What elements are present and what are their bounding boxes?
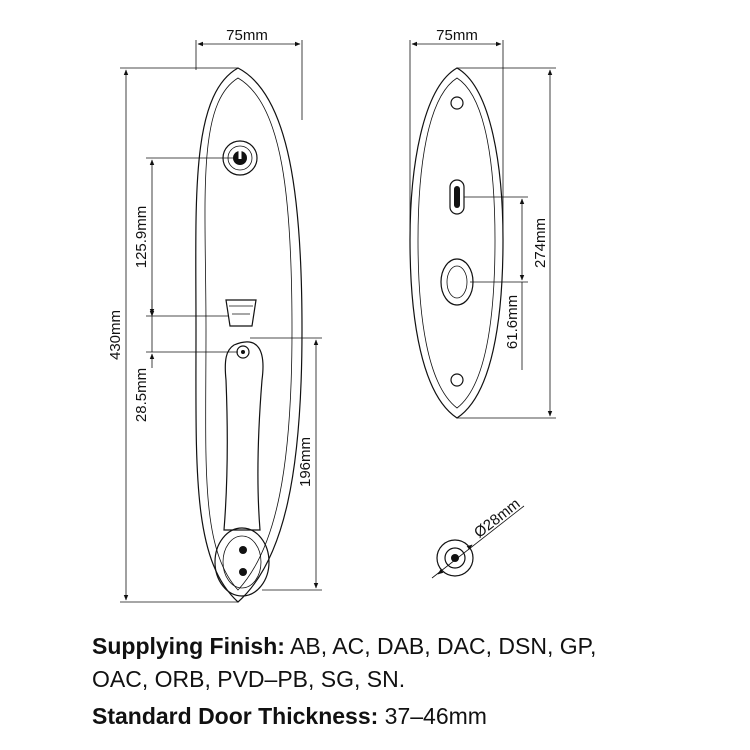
spindle-hole-icon — [440, 258, 474, 306]
back-escutcheon-inner — [417, 77, 496, 409]
spindle-spacing-label: 61.6mm — [504, 295, 521, 349]
front-width-label: 75mm — [226, 27, 268, 44]
rose-detail: Ø28mm — [431, 495, 525, 579]
finish-values-2: OAC, ORB, PVD–PB, SG, SN. — [92, 666, 406, 692]
back-escutcheon-outer — [409, 67, 504, 419]
thumb-to-handle-label: 28.5mm — [133, 368, 150, 422]
thickness-value: 37–46mm — [384, 703, 487, 729]
front-escutcheon-outer — [195, 67, 303, 603]
front-handleset-view: 75mm 430mm 125.9mm 28.5mm 196mm — [107, 27, 322, 603]
bottom-screw-hole-icon — [450, 373, 464, 387]
finish-line-1: Supplying Finish: AB, AC, DAB, DAC, DSN,… — [92, 630, 596, 663]
back-height-label: 274mm — [532, 218, 549, 268]
thickness-heading: Standard Door Thickness: — [92, 703, 379, 729]
back-width-label: 75mm — [436, 27, 478, 44]
finish-line-2: OAC, ORB, PVD–PB, SG, SN. — [92, 663, 405, 696]
top-screw-hole-icon — [450, 96, 464, 110]
technical-drawing: 75mm 430mm 125.9mm 28.5mm 196mm — [107, 27, 556, 603]
back-plate-view: 75mm 274mm 61.6mm — [409, 27, 556, 419]
finish-values-1: AB, AC, DAB, DAC, DSN, GP, — [290, 633, 597, 659]
thumb-turn-icon — [449, 179, 465, 215]
grip-handle — [214, 341, 270, 597]
front-height-label: 430mm — [107, 310, 124, 360]
key-cylinder-icon — [222, 140, 258, 176]
front-escutcheon-inner — [204, 77, 293, 591]
finish-heading: Supplying Finish: — [92, 633, 285, 659]
thumb-latch-icon — [225, 299, 257, 327]
cylinder-to-thumb-label: 125.9mm — [133, 206, 150, 269]
thickness-line: Standard Door Thickness: 37–46mm — [92, 700, 487, 733]
rose-diameter-label: Ø28mm — [471, 495, 524, 541]
handle-length-label: 196mm — [297, 437, 314, 487]
